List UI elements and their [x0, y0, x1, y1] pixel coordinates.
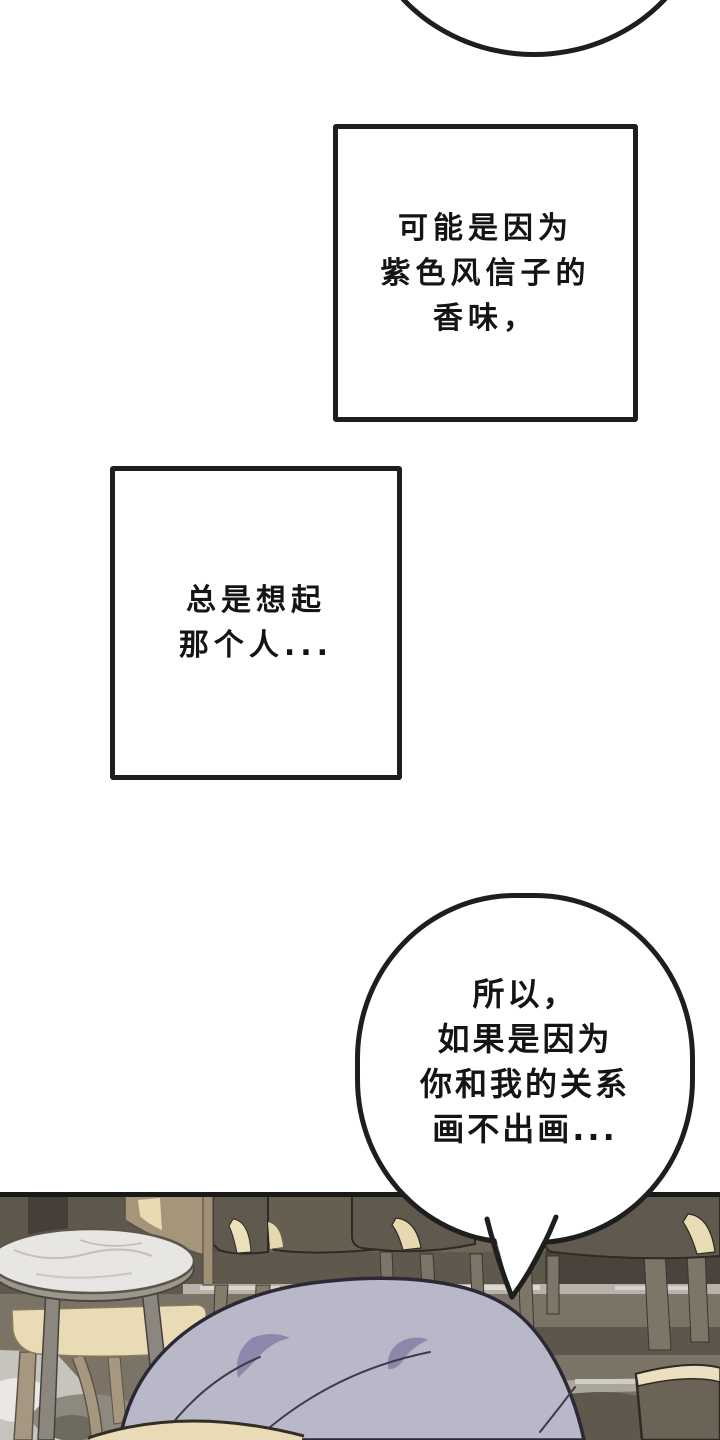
narration-1-line-3: 香味， [433, 300, 538, 336]
hair-shadow-lock [236, 1334, 290, 1378]
narration-2-line-2: 那个人... [178, 628, 334, 663]
speech-bubble-top-partial [357, 0, 711, 57]
chair-leg [73, 1355, 102, 1440]
speech-line-3: 你和我的关系 [419, 1065, 630, 1103]
chair-wood-insert [391, 1217, 422, 1251]
chair-leg [202, 1195, 214, 1286]
hair-shadow-lock [387, 1337, 428, 1370]
narration-box-2: 总是想起 那个人... [110, 466, 402, 780]
chair-wood-insert [228, 1218, 252, 1254]
speech-line-1: 所以， [472, 975, 578, 1013]
foreground-right-chair [634, 1363, 720, 1440]
character-head [118, 1276, 586, 1440]
marble-tabletop [0, 1227, 196, 1295]
foreground-chair-rail [87, 1419, 305, 1440]
narration-1-line-1: 可能是因为 [398, 210, 573, 246]
panel-border-line [0, 1192, 720, 1197]
speech-line-2: 如果是因为 [437, 1020, 613, 1058]
cafe-scene [0, 1192, 720, 1440]
speech-line-4: 画不出画... [432, 1110, 618, 1148]
narration-1-line-2: 紫色风信子的 [380, 255, 591, 291]
narration-box-1: 可能是因为 紫色风信子的 香味， [333, 124, 638, 422]
chair-wood-top [635, 1364, 720, 1387]
speech-bubble: 所以， 如果是因为 你和我的关系 画不出画... [355, 893, 695, 1245]
narration-2-line-1: 总是想起 [186, 583, 326, 618]
chair-wood-insert [682, 1213, 716, 1255]
speech-bubble-tail [484, 1212, 559, 1300]
marble-table [0, 1227, 196, 1440]
hair-outline [118, 1276, 586, 1440]
hair-strand [254, 1351, 431, 1440]
hair-strand [539, 1386, 576, 1433]
